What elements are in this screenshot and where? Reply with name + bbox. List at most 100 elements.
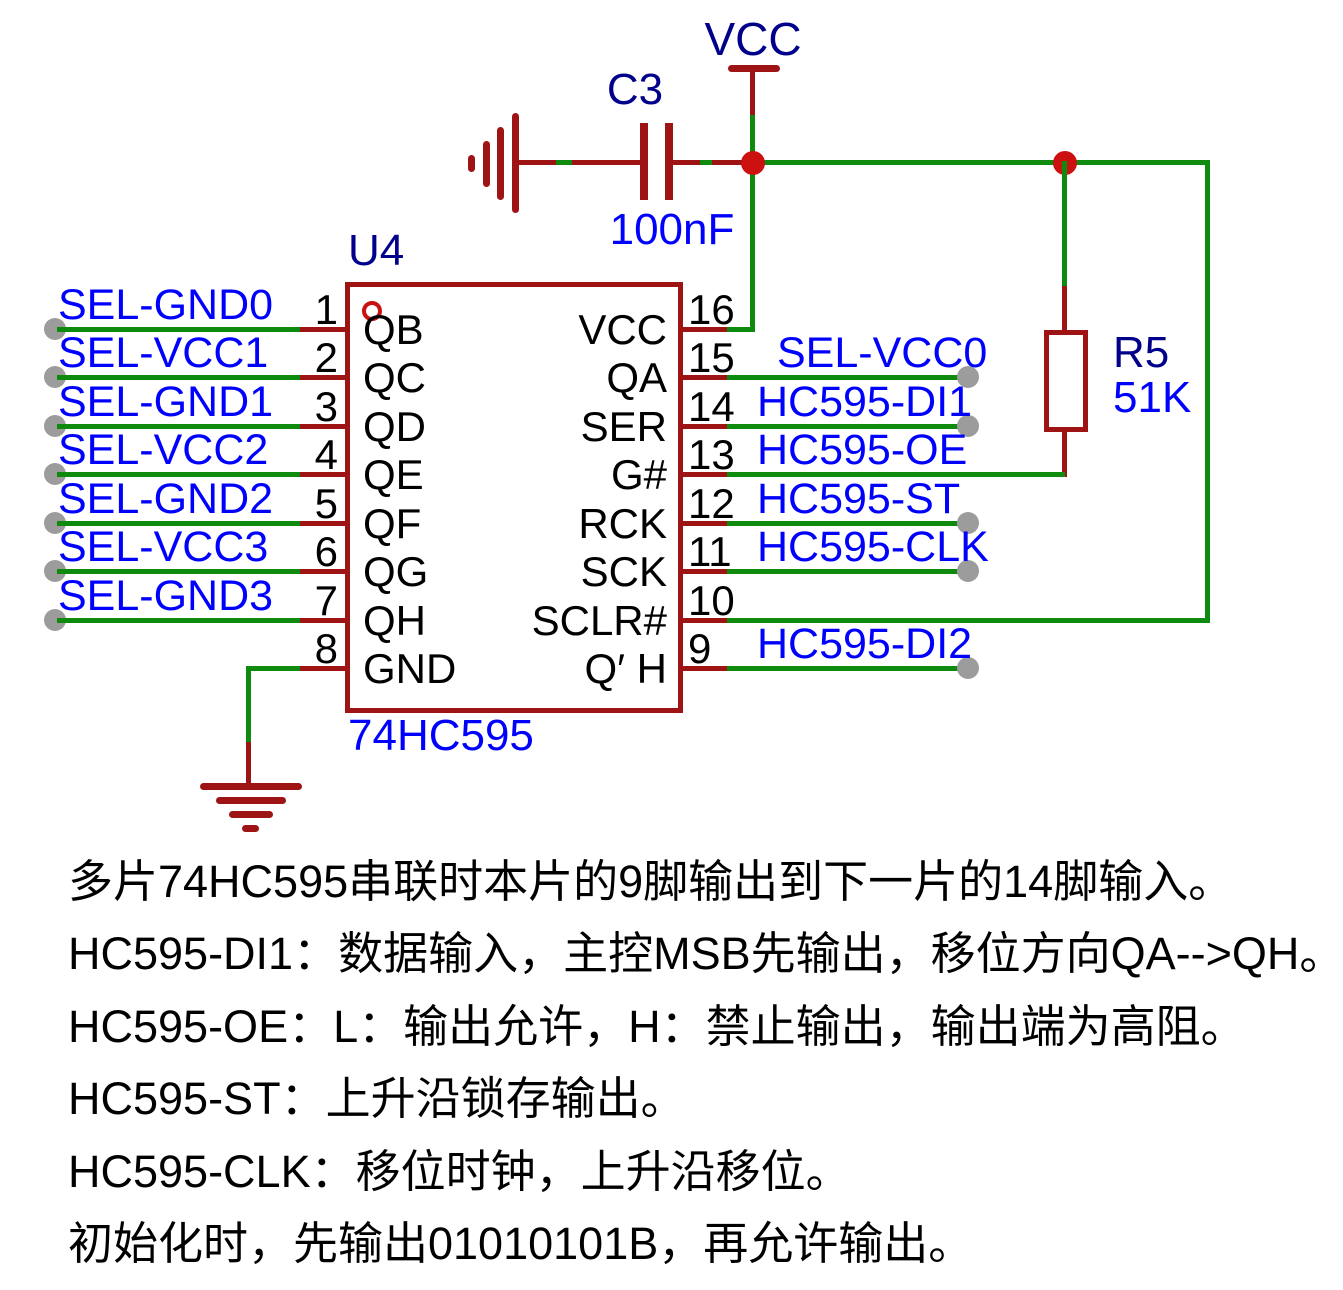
port-dot: [957, 560, 979, 582]
wire-gnd-to-c3-net: [556, 160, 572, 165]
note-line: HC595-CLK：移位时钟，上升沿移位。: [68, 1146, 851, 1197]
pin16-stub: [683, 327, 727, 332]
r5-bottom-stub: [1062, 430, 1067, 477]
pin12-stub: [683, 521, 727, 526]
wire-pin7: [57, 618, 300, 623]
pin-number: 9: [688, 625, 712, 672]
wire-rail-to-r5: [1062, 161, 1067, 287]
vcc-symbol-bar: [728, 65, 780, 72]
wire-pin11: [727, 569, 966, 574]
pin-name: GND: [363, 645, 457, 692]
net-label: HC595-OE: [757, 426, 968, 474]
capacitor-designator: C3: [606, 65, 664, 114]
pin6-stub: [300, 569, 345, 574]
port-dot: [44, 463, 66, 485]
port-dot: [44, 366, 66, 388]
ground-bottom-icon: [216, 797, 286, 804]
pin8-stub: [300, 666, 345, 671]
pin-number: 13: [688, 431, 735, 478]
gnd-stub: [246, 742, 251, 786]
port-dot: [44, 512, 66, 534]
port-dot: [957, 366, 979, 388]
pin2-stub: [300, 375, 345, 380]
pin1-stub: [300, 327, 345, 332]
wire-pin2: [57, 375, 300, 380]
chip-u4-body: [345, 282, 683, 713]
resistor-designator: R5: [1113, 328, 1170, 377]
wire-pin12: [727, 521, 966, 526]
net-label: HC595-CLK: [757, 523, 989, 571]
net-label: HC595-DI2: [757, 620, 973, 668]
net-label: HC595-DI1: [757, 378, 973, 426]
wire-right-vertical: [1205, 160, 1210, 623]
note-line: HC595-OE：L：输出允许，H：禁止输出，输出端为高阻。: [68, 1001, 1246, 1052]
wire-pin1: [57, 327, 300, 332]
pin-number: 14: [688, 383, 735, 430]
pin-name: VCC: [578, 306, 667, 353]
pin-name: QA: [606, 354, 667, 401]
net-label: SEL-GND1: [58, 378, 274, 426]
resistor-r5-body: [1044, 330, 1088, 432]
chip-designator: U4: [348, 226, 405, 275]
note-line: 初始化时，先输出01010101B，再允许输出。: [68, 1218, 974, 1269]
pin15-stub: [683, 375, 727, 380]
pin11-stub: [683, 569, 727, 574]
pin-number: 8: [314, 625, 338, 672]
pin-number: 3: [314, 383, 338, 430]
note-line: HC595-DI1：数据输入，主控MSB先输出，移位方向QA-->QH。: [68, 928, 1343, 979]
capacitor-plate: [665, 123, 673, 200]
pin-name: QD: [363, 403, 426, 450]
net-label: HC595-ST: [757, 475, 961, 523]
capacitor-value: 100nF: [609, 205, 735, 254]
net-label: SEL-GND2: [58, 475, 274, 523]
ground-left-icon: [512, 113, 519, 213]
wire-pin4: [57, 472, 300, 477]
net-label: SEL-GND0: [58, 281, 274, 329]
pin-name: Q′ H: [584, 645, 667, 692]
pin-number: 10: [688, 577, 735, 624]
pin-name: QG: [363, 548, 429, 595]
net-label: SEL-GND3: [58, 572, 274, 620]
net-label: SEL-VCC2: [58, 426, 269, 474]
ground-bottom-icon: [242, 825, 259, 832]
chip-origin-marker-icon: [362, 301, 382, 321]
wire-c3-to-junction: [670, 160, 755, 165]
pin-number: 1: [314, 286, 338, 333]
pin-name: QH: [363, 597, 426, 644]
wire-gnd-to-c3: [516, 160, 644, 165]
pin-number: 4: [314, 431, 338, 478]
port-dot: [957, 512, 979, 534]
wire-pin8-h: [246, 666, 300, 671]
wire-vcc-to-pin16: [750, 115, 755, 332]
wire-pin13: [727, 472, 1065, 477]
pin-name: SER: [580, 403, 667, 450]
port-dot: [957, 415, 979, 437]
pin14-stub: [683, 424, 727, 429]
pin-name: SCK: [580, 548, 667, 595]
pin-name: QE: [363, 451, 424, 498]
port-dot: [957, 657, 979, 679]
pin13-stub: [683, 472, 727, 477]
pin3-stub: [300, 424, 345, 429]
port-dot: [44, 560, 66, 582]
pin-number: 5: [314, 480, 338, 527]
pin-name: SCLR#: [531, 597, 667, 644]
junction-dot: [741, 151, 765, 175]
resistor-value: 51K: [1113, 373, 1192, 422]
wire-pin16: [727, 327, 755, 332]
port-dot: [44, 609, 66, 631]
ground-left-icon: [468, 155, 475, 172]
port-dot: [44, 318, 66, 340]
wire-pin5: [57, 521, 300, 526]
ground-bottom-icon: [229, 811, 273, 818]
pin-number: 12: [688, 480, 735, 527]
pin-number: 15: [688, 334, 735, 381]
pin-number: 7: [314, 577, 338, 624]
wire-pin10: [727, 618, 1210, 623]
pin-name: QB: [363, 306, 424, 353]
wire-c3-to-junction-net: [700, 160, 712, 165]
ground-left-icon: [483, 141, 490, 187]
ground-left-icon: [497, 127, 504, 200]
port-dot: [44, 415, 66, 437]
